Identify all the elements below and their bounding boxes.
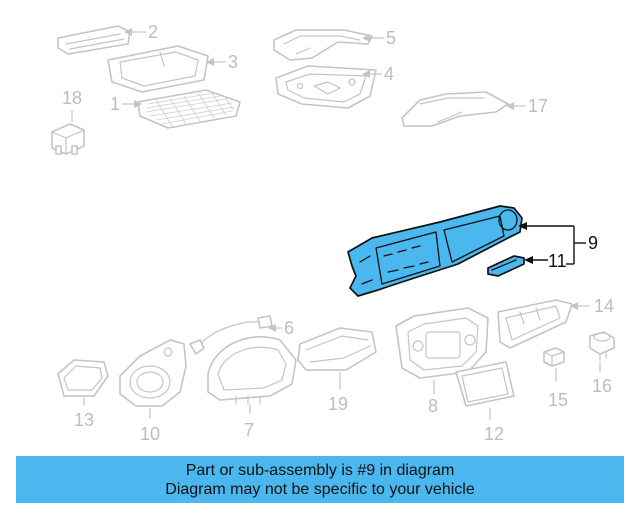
part-9-instrument-panel-trim[interactable]	[347, 205, 523, 297]
banner-line-2: Diagram may not be specific to your vehi…	[165, 480, 475, 498]
callout-5: 5	[386, 28, 396, 48]
callout-2: 2	[148, 22, 158, 42]
callout-9: 9	[588, 233, 598, 253]
callout-18: 18	[62, 88, 82, 108]
part-4-center-panel[interactable]	[275, 65, 377, 109]
callout-12: 12	[484, 424, 504, 444]
part-17-side-panel[interactable]	[401, 91, 509, 127]
part-11-trim-clip[interactable]	[487, 255, 525, 277]
banner-line-1: Part or sub-assembly is #9 in diagram	[185, 461, 455, 479]
callout-1: 1	[110, 94, 120, 114]
part-10-cluster-housing[interactable]	[119, 339, 187, 407]
part-8-center-bezel[interactable]	[395, 307, 489, 379]
part-14-glove-box-trim[interactable]	[497, 299, 573, 349]
callout-16: 16	[592, 376, 612, 396]
part-3-trim-frame[interactable]	[107, 45, 209, 93]
part-6-harness[interactable]	[189, 315, 273, 355]
callout-8: 8	[428, 396, 438, 416]
part-5-top-cover[interactable]	[273, 29, 373, 61]
callout-11: 11	[548, 251, 567, 271]
part-18-switch[interactable]	[51, 123, 85, 155]
callout-14: 14	[594, 296, 614, 316]
callout-15: 15	[548, 390, 568, 410]
callout-7: 7	[244, 420, 254, 440]
part-2-vent-bezel[interactable]	[57, 25, 131, 55]
callout-3: 3	[228, 52, 238, 72]
callout-6: 6	[284, 318, 294, 338]
callout-19: 19	[328, 394, 348, 414]
part-15-switch[interactable]	[543, 347, 565, 367]
info-banner: Part or sub-assembly is #9 in diagram Di…	[16, 456, 624, 503]
part-12-display-screen[interactable]	[455, 361, 515, 407]
part-19-airbag-module[interactable]	[297, 327, 377, 371]
part-7-instrument-cluster[interactable]	[207, 336, 297, 405]
callout-17: 17	[528, 96, 548, 116]
callout-4: 4	[384, 64, 394, 84]
callout-13: 13	[74, 410, 94, 430]
part-16-knob[interactable]	[589, 331, 615, 361]
part-1-speaker-grille[interactable]	[137, 89, 241, 129]
callout-10: 10	[140, 424, 160, 444]
part-13-storage-pocket[interactable]	[57, 359, 109, 397]
parts-diagram: 2 3 1 18 5 4	[51, 22, 615, 444]
